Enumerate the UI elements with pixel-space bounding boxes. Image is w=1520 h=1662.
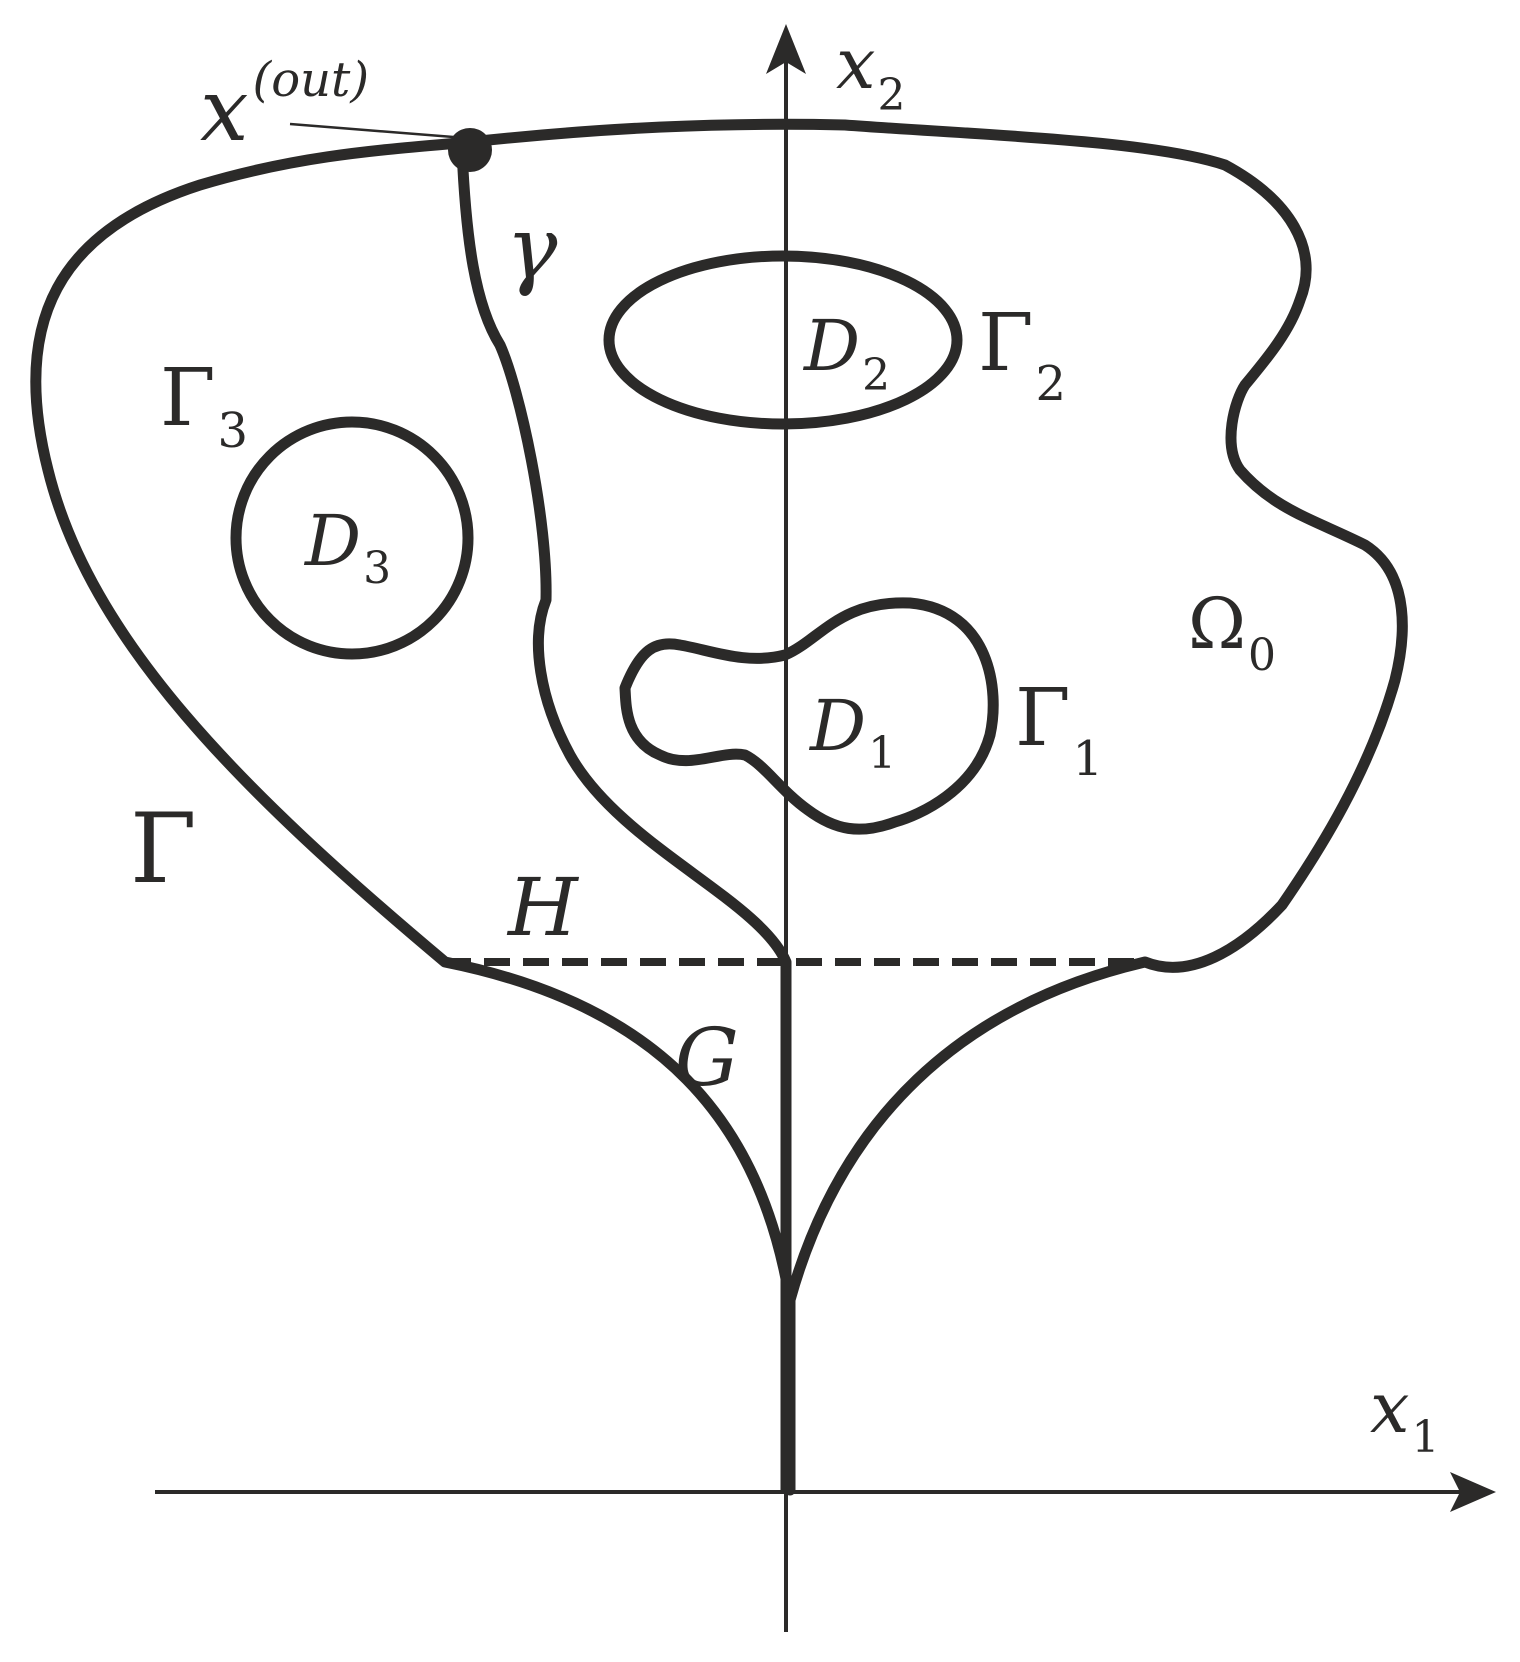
hole-boundary-gamma1 xyxy=(619,597,999,835)
label-small-gamma: γ xyxy=(506,199,558,299)
label-d3: D3 xyxy=(303,500,391,594)
label-x1: x1 xyxy=(1370,1367,1439,1463)
cut-curve-gamma xyxy=(456,144,792,968)
label-h: H xyxy=(506,861,580,954)
hole-boundary-gamma3 xyxy=(230,416,474,660)
label-gamma3: Γ3 xyxy=(160,351,248,459)
x2-axis-arrowhead xyxy=(766,24,806,74)
hole-boundary-gamma2 xyxy=(603,250,963,430)
label-gamma-outer: Γ xyxy=(130,793,197,905)
label-d1: D1 xyxy=(808,685,896,779)
outer-boundary-gamma xyxy=(30,118,1408,1496)
point-xout xyxy=(448,128,492,172)
label-g: G xyxy=(675,1011,739,1104)
label-omega0: Ω0 xyxy=(1188,583,1276,681)
xout-leader-line xyxy=(289,122,467,140)
label-xout: x(out) xyxy=(200,52,369,161)
label-gamma2: Γ2 xyxy=(978,296,1066,412)
label-d2: D2 xyxy=(802,305,890,401)
x1-axis-arrowhead xyxy=(1450,1472,1496,1512)
label-x2: x2 xyxy=(836,23,905,121)
label-gamma1: Γ1 xyxy=(1015,671,1103,787)
